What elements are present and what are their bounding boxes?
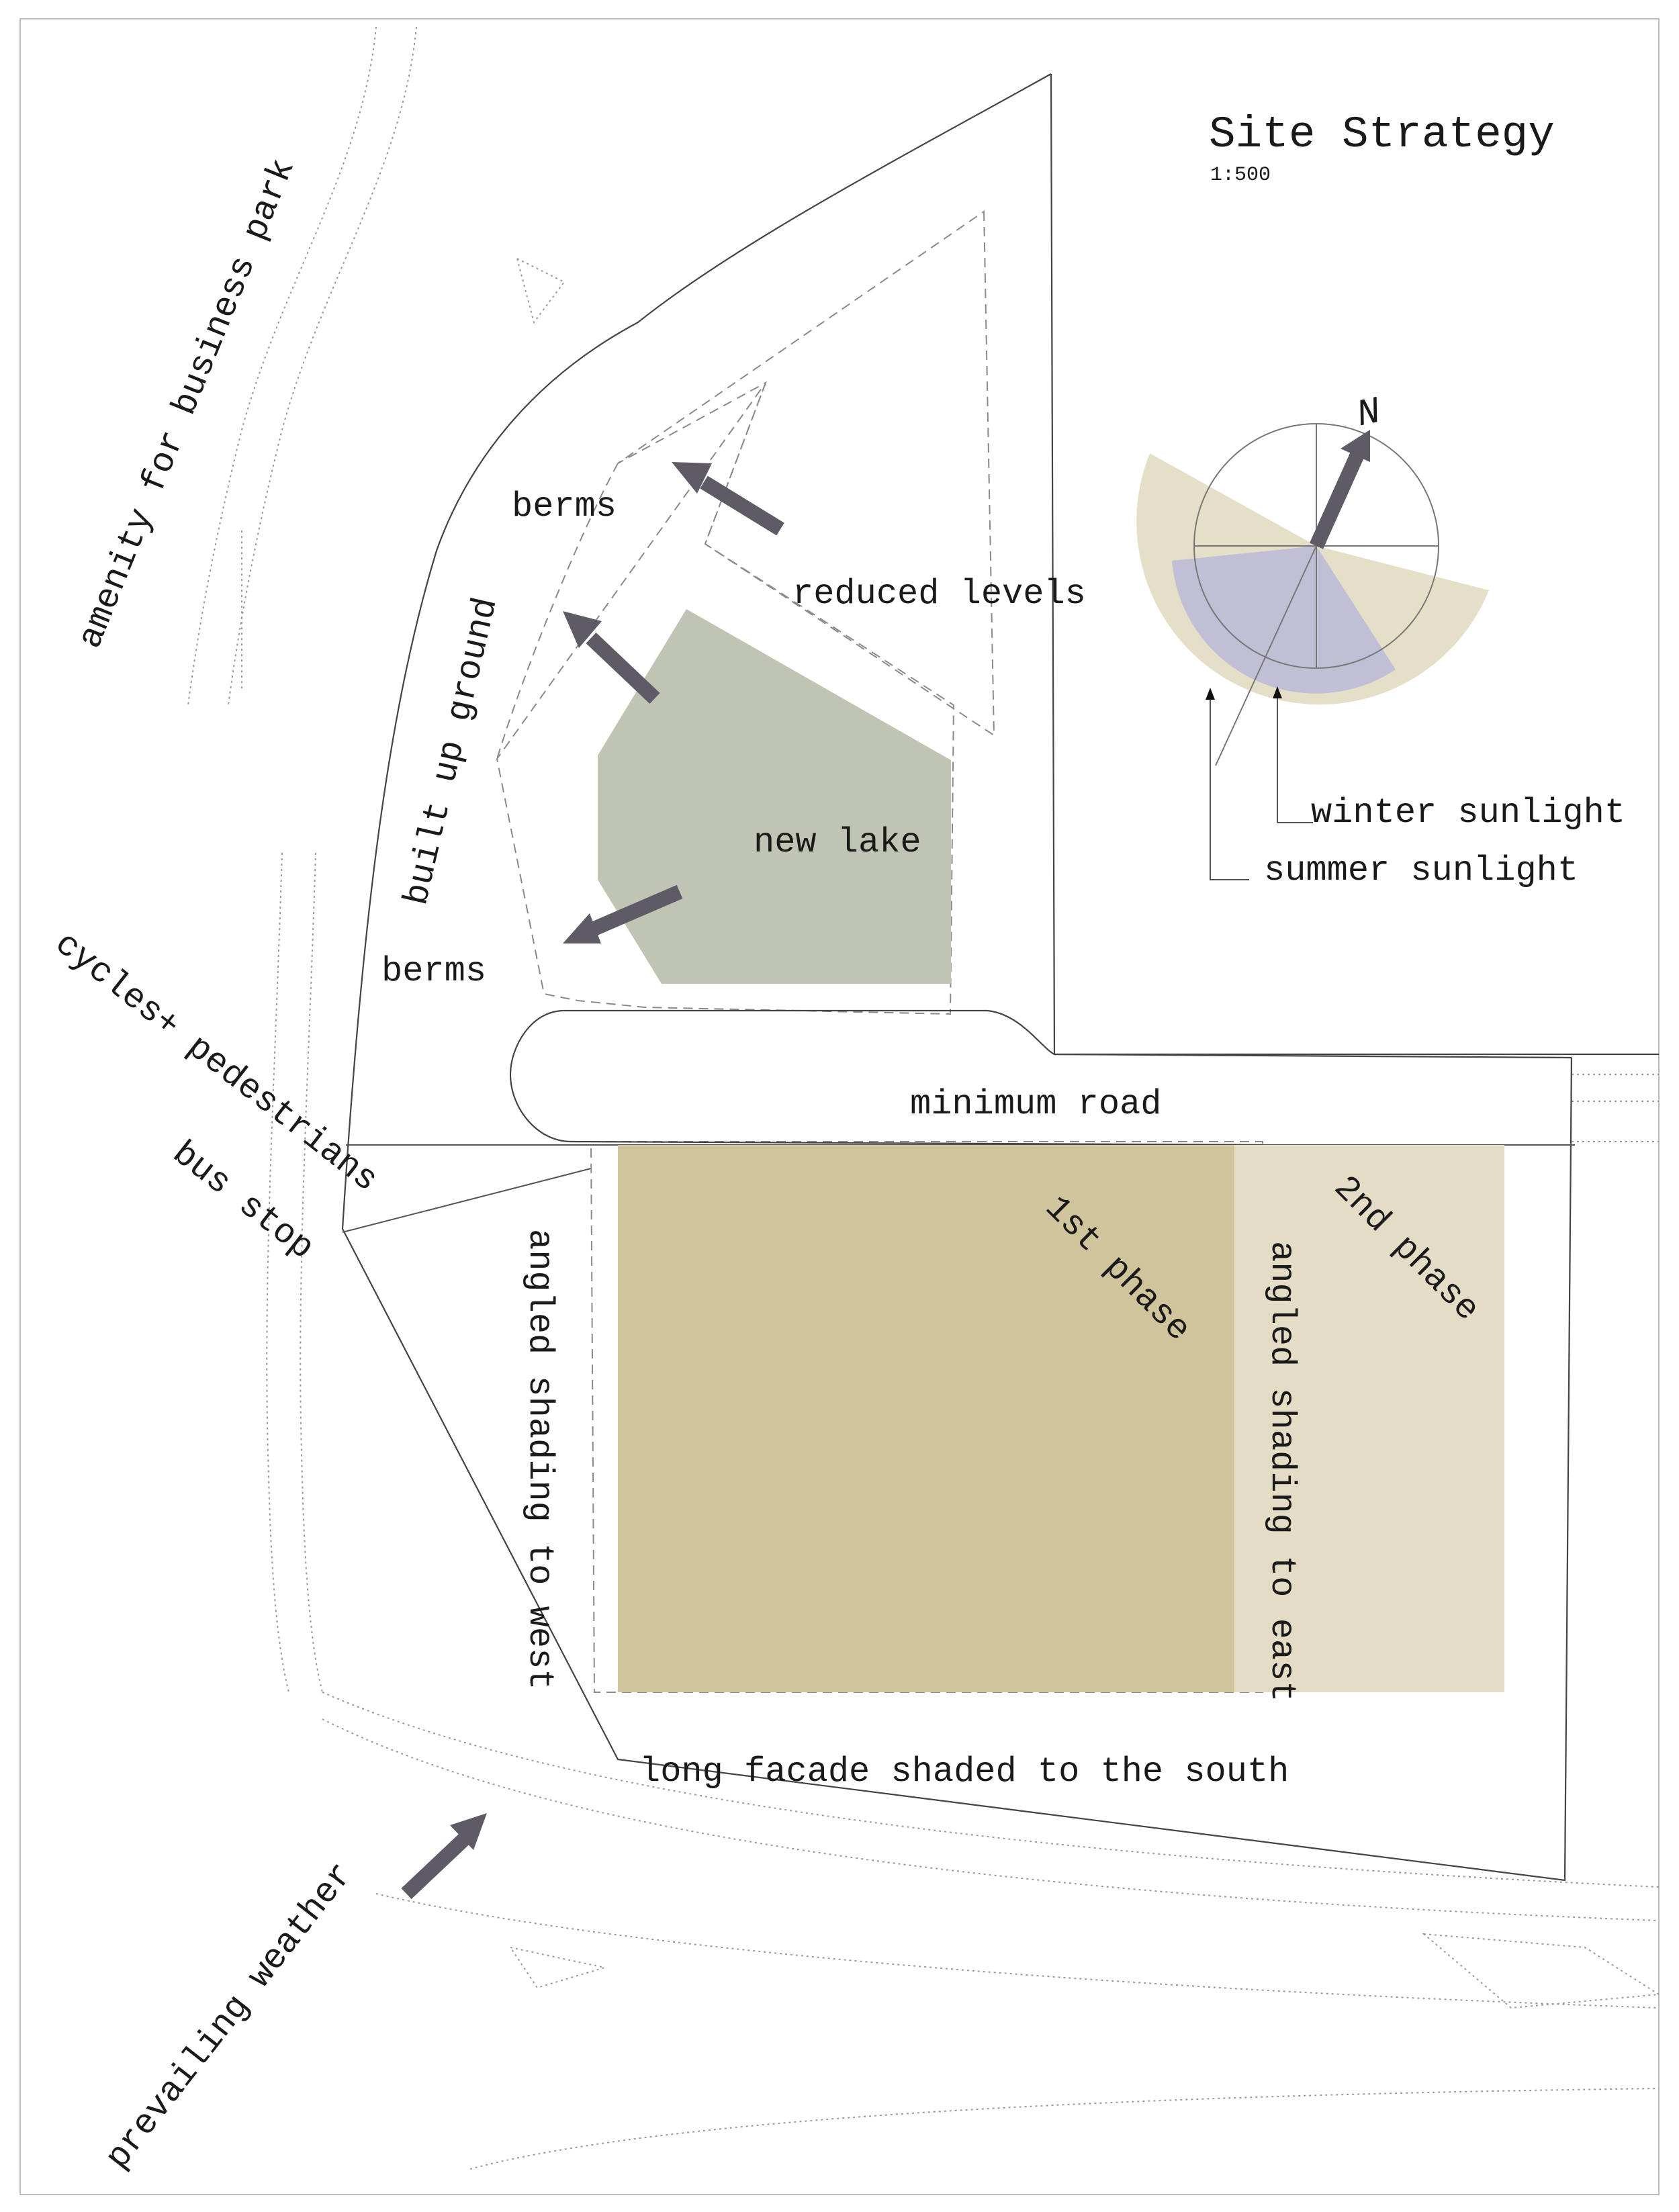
label-reduced-levels: reduced levels (792, 574, 1086, 614)
prevailing-weather-arrow-icon (401, 1813, 487, 1899)
label-bus-stop: bus stop (165, 1134, 321, 1268)
label-winter-sunlight: winter sunlight (1311, 793, 1625, 833)
scale-label: 1:500 (1210, 164, 1271, 187)
label-prevailing-weather: prevailing weather (98, 1855, 361, 2177)
label-berms-bottom: berms (381, 952, 486, 991)
phase-2-block (1234, 1145, 1504, 1692)
label-long-facade: long facade shaded to the south (639, 1752, 1289, 1792)
north-arrow-icon (1309, 430, 1370, 549)
minimum-road-loop (509, 1009, 1572, 1146)
label-shading-east: angled shading to east (1262, 1241, 1302, 1702)
page-frame (19, 18, 1660, 2195)
label-summer-sunlight: summer sunlight (1264, 851, 1578, 890)
label-berms-top: berms (512, 487, 617, 526)
winter-sunlight-arc (1172, 546, 1396, 694)
north-label: N (1353, 390, 1385, 437)
berm-arrow-middle-icon (563, 611, 660, 704)
summer-leader-line (1210, 693, 1249, 880)
berm-arrow-top-icon (672, 462, 784, 536)
page-title: Site Strategy (1209, 109, 1555, 160)
surrounding-roads (187, 26, 1662, 2170)
label-amenity: amenity for business park (71, 154, 304, 654)
berm-arrow-bottom-icon (563, 884, 683, 943)
phase-1-block (618, 1145, 1234, 1692)
new-lake (598, 609, 951, 984)
label-new-lake: new lake (754, 823, 921, 862)
winter-leader-line (1277, 692, 1313, 823)
arrows (401, 430, 1370, 1899)
label-minimum-road: minimum road (910, 1085, 1161, 1124)
label-shading-west: angled shading to west (520, 1229, 559, 1690)
